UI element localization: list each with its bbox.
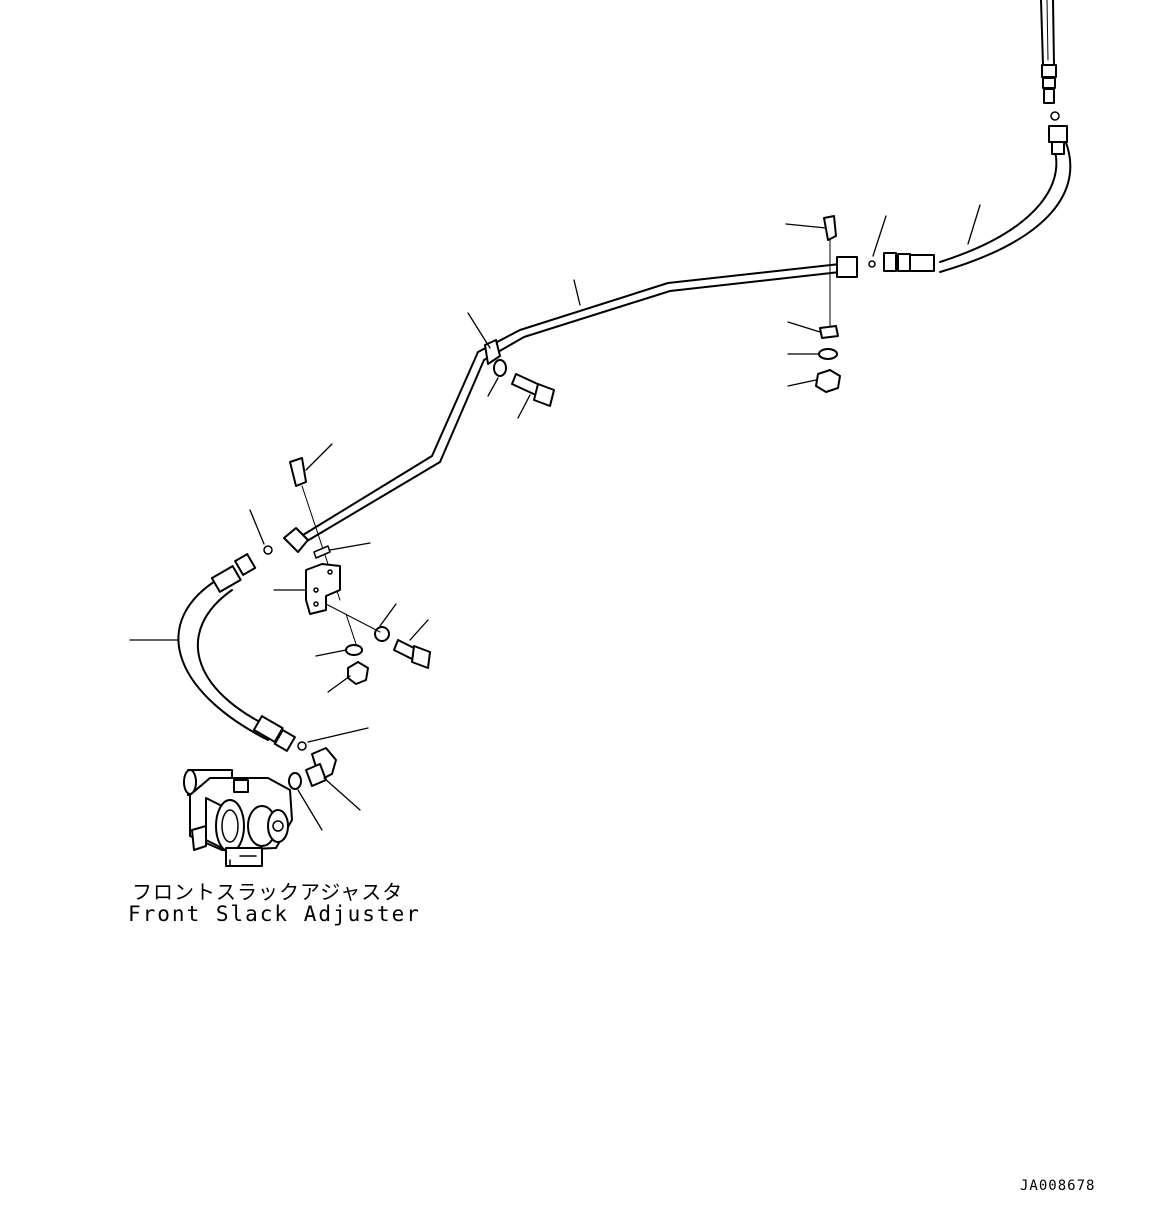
rigid-brake-tube xyxy=(283,256,858,553)
drawing-id: JA008678 xyxy=(1020,1178,1096,1194)
tube-clamp-bolt xyxy=(487,359,555,419)
lower-hose xyxy=(129,553,369,752)
elbow-fitting xyxy=(288,747,361,831)
component-name-japanese: フロントスラックアジャスタ xyxy=(132,880,404,904)
upper-bracket-parts xyxy=(785,215,841,393)
front-slack-adjuster-body xyxy=(183,769,293,867)
component-name-english: Front Slack Adjuster xyxy=(128,902,421,926)
lower-bracket-assembly xyxy=(273,443,431,693)
upper-hose xyxy=(868,0,1072,273)
tube-end-o-ring xyxy=(249,509,273,555)
